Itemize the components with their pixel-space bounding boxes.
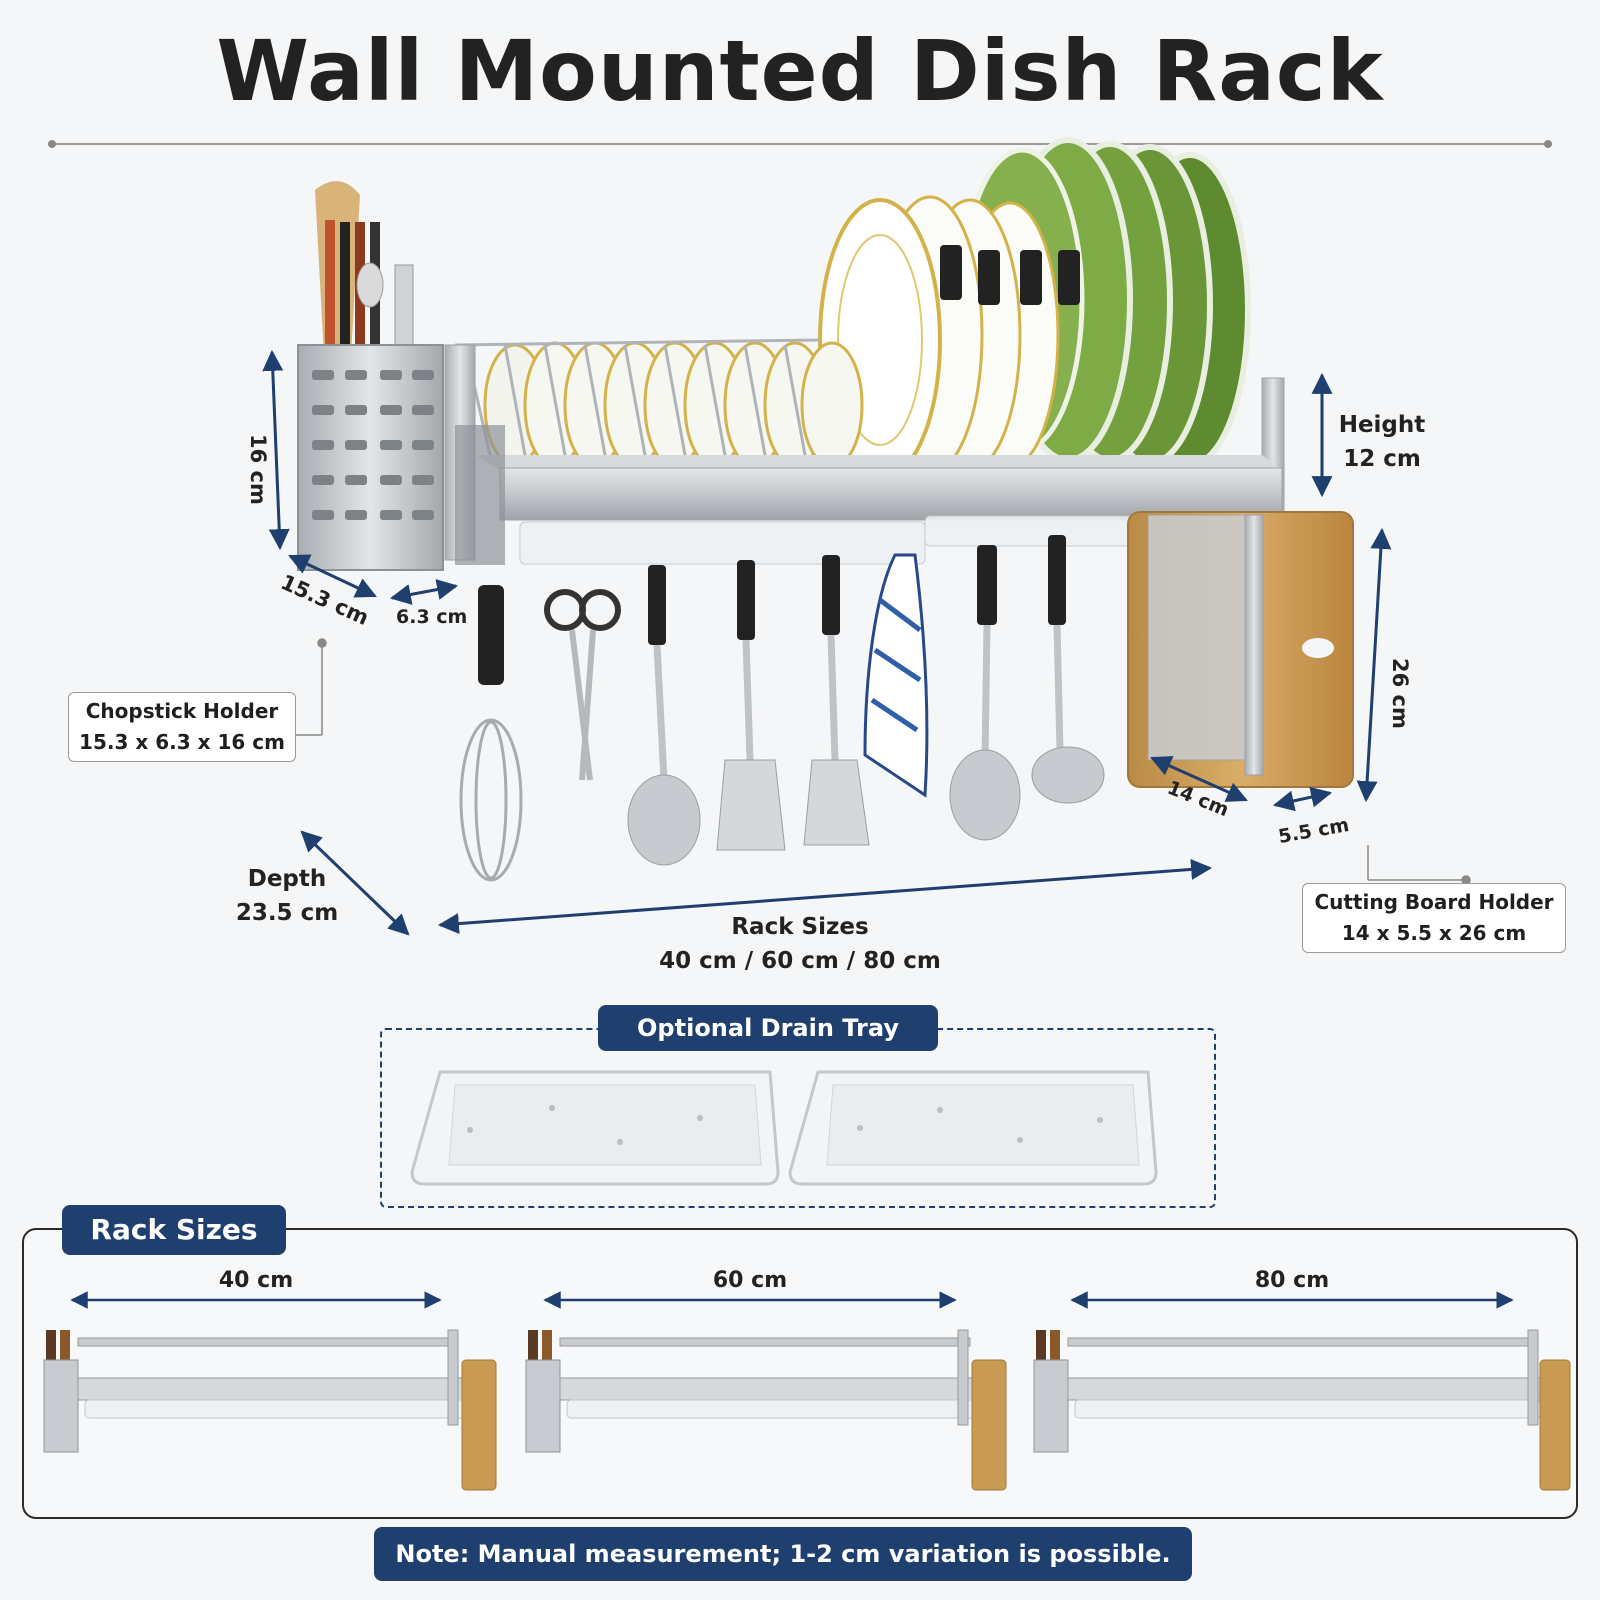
chopstick-holder-title: Chopstick Holder [85,699,279,723]
rack-length-label: Rack Sizes [731,914,869,940]
callout-leaders [294,638,1471,885]
rack-length-dimension: Rack Sizes 40 cm / 60 cm / 80 cm [620,910,980,978]
chopstick-holder-size: 15.3 x 6.3 x 16 cm [79,730,285,754]
rack-40cm [43,1329,497,1491]
rack-80cm [1033,1329,1571,1491]
cutting-board-title: Cutting Board Holder [1314,890,1554,914]
chopstick-holder [297,181,444,571]
rack-sizes-title: Rack Sizes [62,1205,286,1255]
divider-dot [48,140,56,148]
depth-dimension: Depth 23.5 cm [222,862,352,930]
divider-dot [1544,140,1552,148]
rack-length-value: 40 cm / 60 cm / 80 cm [659,948,941,974]
cutting-board-holder [1127,511,1354,788]
drain-tray-left [410,1070,780,1186]
depth-value: 23.5 cm [235,900,339,926]
cutting-board-callout: Cutting Board Holder 14 x 5.5 x 26 cm [1302,883,1566,953]
rack-illustration [262,137,1471,936]
chopstick-holder-callout: Chopstick Holder 15.3 x 6.3 x 16 cm [68,692,296,762]
rack-60cm [525,1329,1007,1491]
depth-label: Depth [247,866,327,892]
size-label-40: 40 cm [218,1268,294,1293]
height-label: Height [1338,412,1426,438]
hanging-utensils [459,535,1105,882]
dimension-arrows [262,349,1392,936]
drain-tray-title: Optional Drain Tray [598,1005,938,1051]
height-dimension: Height 12 cm [1332,408,1432,476]
height-value: 12 cm [1343,446,1421,472]
drain-tray-right [788,1070,1158,1186]
rack-sizes-panel [22,1228,1578,1519]
cutting-board-size: 14 x 5.5 x 26 cm [1341,921,1527,945]
size-label-60: 60 cm [712,1268,788,1293]
title-divider [52,143,1548,145]
page-title: Wall Mounted Dish Rack [216,22,1384,120]
measurement-note: Note: Manual measurement; 1-2 cm variati… [374,1527,1192,1581]
rack-wires [454,338,821,456]
size-label-80: 80 cm [1254,1268,1330,1293]
patterned-plates [818,195,1080,482]
chopstick-depth-label: 6.3 cm [396,606,468,628]
